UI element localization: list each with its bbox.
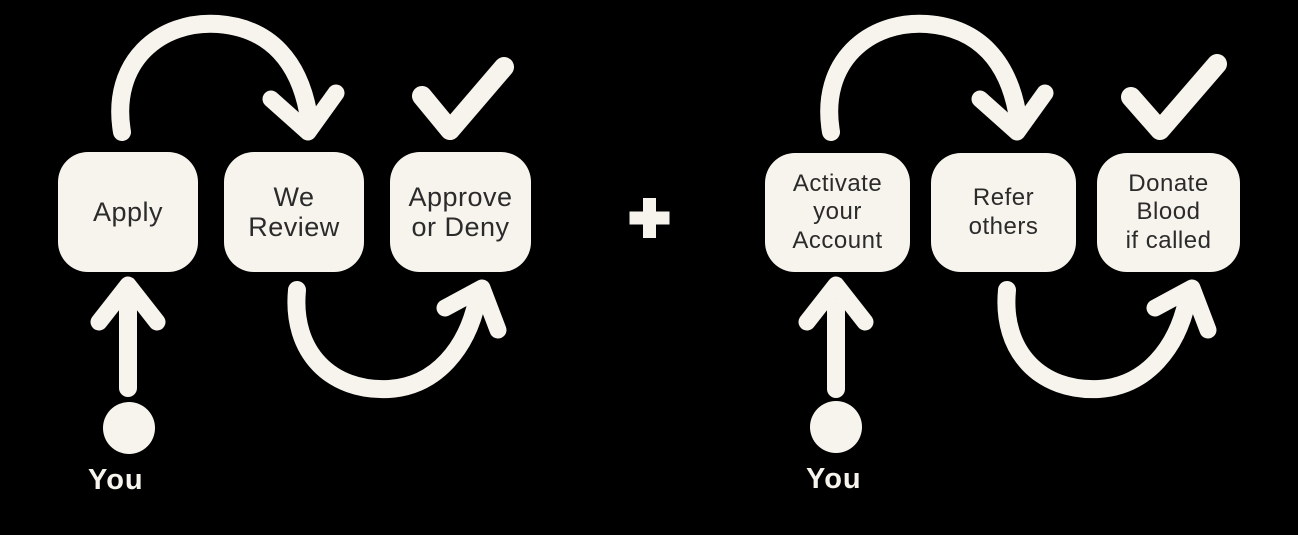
you-dot <box>103 402 155 454</box>
you-label: You <box>806 463 862 495</box>
step-label: Activate your Account <box>792 170 883 254</box>
apply-to-review-curved-arrow-icon <box>111 14 345 141</box>
step-box-apply: Apply <box>58 152 198 272</box>
approve-checkmark-icon <box>412 57 514 140</box>
you-dot <box>810 401 862 453</box>
step-box-approve-or-deny: Approve or Deny <box>390 152 531 272</box>
plus-icon <box>629 198 670 238</box>
you-label: You <box>88 464 144 496</box>
refer-to-donate-curved-arrow-icon <box>997 279 1217 399</box>
review-to-approve-curved-arrow-icon <box>287 279 507 399</box>
step-label: Apply <box>92 196 164 227</box>
step-box-donate-blood: Donate Blood if called <box>1097 153 1240 272</box>
you-up-arrow-icon <box>798 276 874 398</box>
activate-to-refer-curved-arrow-icon <box>820 14 1054 141</box>
step-box-we-review: We Review <box>224 152 364 272</box>
step-box-activate-account: Activate your Account <box>765 153 910 272</box>
you-up-arrow-icon <box>90 276 166 397</box>
step-box-refer-others: Refer others <box>931 153 1076 272</box>
step-label: Approve or Deny <box>408 181 513 242</box>
step-label: We Review <box>248 181 340 242</box>
donate-checkmark-icon <box>1121 54 1227 140</box>
step-label: Refer others <box>968 184 1039 240</box>
step-label: Donate Blood if called <box>1125 170 1212 254</box>
